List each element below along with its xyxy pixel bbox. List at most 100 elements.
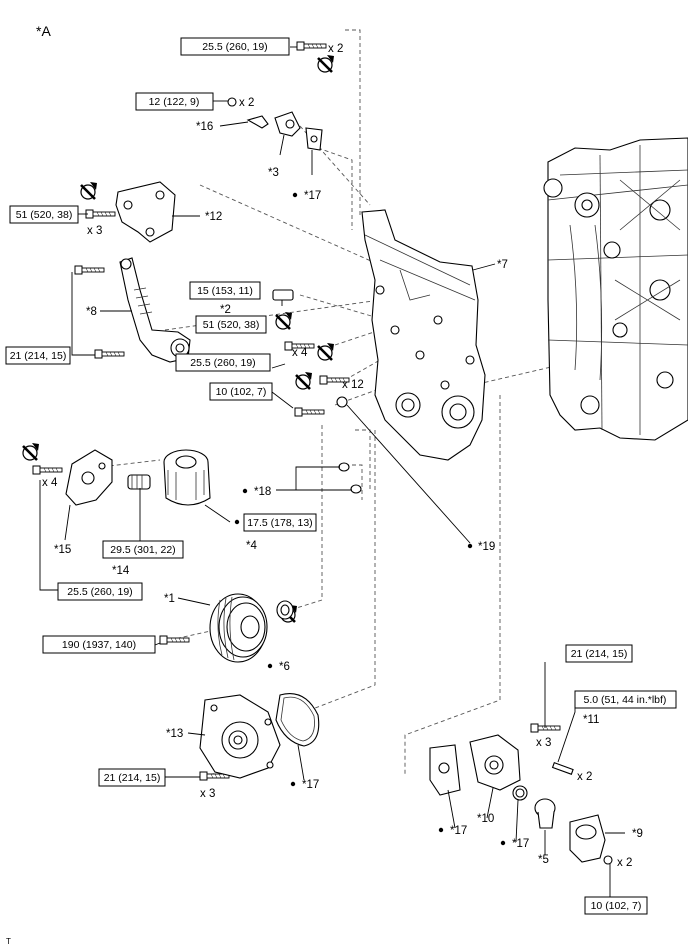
torque-spec-box: 21 (214, 15) [5,346,71,365]
torque-spec-box: 190 (1937, 140) [42,635,156,654]
quantity-label: x 3 [200,788,215,800]
svg-text:5.0 (51, 44 in.*lbf): 5.0 (51, 44 in.*lbf) [584,694,667,706]
torque-spec-box: 25.5 (260, 19) [57,582,143,601]
quantity-label: x 4 [42,477,58,489]
part-callout: *7 [497,259,508,271]
svg-text:15 (153, 11): 15 (153, 11) [197,285,253,297]
timing-chain-cover [361,209,486,461]
part-callout: *1 [164,593,175,605]
part-callout: *15 [54,544,71,556]
bullet-new-part-icon [500,840,506,846]
quantity-label: x 2 [239,97,254,109]
torque-spec-box: 5.0 (51, 44 in.*lbf) [574,690,677,709]
part-callout: *17 [304,190,321,202]
torque-wrench-icon [316,53,336,74]
torque-spec-box: 25.5 (260, 19) [180,37,290,56]
torque-wrench-icon [294,370,314,391]
sensor-plug [272,289,294,301]
bullet-new-part-icon [242,488,248,494]
bullet-new-part-icon [438,827,444,833]
torque-spec-box: 51 (520, 38) [195,315,267,334]
nut-small [603,855,613,865]
stud-bolt [551,761,574,775]
part-callout: *19 [478,541,495,553]
svg-text:10 (102, 7): 10 (102, 7) [591,900,642,912]
torque-spec-box: 29.5 (301, 22) [102,540,184,559]
crankshaft-pulley [209,593,268,663]
part-callout: *9 [632,828,643,840]
engine-block-illustration [543,137,688,441]
part-callout: *17 [302,779,319,791]
torque-spec-box: 15 (153, 11) [189,281,261,300]
svg-text:25.5 (260, 19): 25.5 (260, 19) [190,357,255,369]
part-callout: *4 [246,540,257,552]
gasket-small [305,127,323,151]
oil-pipe-bracket [246,115,269,129]
part-callout: *16 [196,121,213,133]
belt-tensioner [119,257,191,363]
bullet-new-part-icon [467,543,473,549]
part-callout: *17 [512,838,529,850]
svg-text:21 (214, 15): 21 (214, 15) [10,350,67,362]
figure-label: *A [36,23,51,39]
bullet-new-part-icon [290,781,296,787]
thermostat-gasket [512,785,528,801]
quantity-label: x 2 [577,771,592,783]
engine-mount-bracket [115,181,176,243]
torque-spec-box: 12 (122, 9) [135,92,214,111]
bullet-new-part-icon [292,192,298,198]
svg-text:21 (214, 15): 21 (214, 15) [571,648,628,660]
nut-small [227,97,237,107]
torque-spec-box: 10 (102, 7) [209,382,273,401]
part-callout: *5 [538,854,549,866]
part-callout: *8 [86,306,97,318]
torque-wrench-icon [79,180,99,201]
oil-pressure-switch [274,111,301,137]
part-callout: *13 [166,728,183,740]
svg-text:10 (102, 7): 10 (102, 7) [216,386,267,398]
part-callout: *14 [112,565,130,577]
svg-text:17.5 (178, 13): 17.5 (178, 13) [247,517,312,529]
oil-filter [163,449,211,506]
crankshaft-seal [276,600,294,620]
water-inlet-housing [65,449,113,506]
water-pump [199,694,281,779]
o-ring [338,462,350,472]
water-pump-gasket [275,693,320,747]
torque-spec-box: 21 (214, 15) [565,644,633,663]
leader-lines [39,46,625,897]
svg-text:29.5 (301, 22): 29.5 (301, 22) [110,544,175,556]
quantity-label: x 3 [87,225,102,237]
svg-text:190 (1937, 140): 190 (1937, 140) [62,639,136,651]
quantity-label: x 12 [342,379,364,391]
thermostat-housing [469,734,521,791]
svg-text:51 (520, 38): 51 (520, 38) [16,209,73,221]
bullet-new-part-icon [267,663,273,669]
water-outlet-gasket [429,744,461,796]
svg-text:12 (122, 9): 12 (122, 9) [149,96,200,108]
water-inlet [569,814,606,863]
part-callout: *2 [220,304,231,316]
torque-spec-box: 51 (520, 38) [9,205,79,224]
svg-text:25.5 (260, 19): 25.5 (260, 19) [67,586,132,598]
quantity-label: x 3 [536,737,551,749]
bullet-new-part-icon [234,519,240,525]
svg-text:25.5 (260, 19): 25.5 (260, 19) [202,41,267,53]
oil-filter-union [127,474,151,490]
part-callout: *3 [268,167,279,179]
torque-wrench-icon [21,441,41,462]
quantity-label: x 2 [328,43,343,55]
part-callout: *6 [279,661,290,673]
corner-mark: T [6,937,11,946]
part-callout: *18 [254,486,271,498]
part-callout: *10 [477,813,494,825]
quantity-label: x 2 [617,857,632,869]
part-callout: *17 [450,825,467,837]
torque-wrench-icon [316,341,336,362]
bolt-hex-top [85,209,116,219]
o-ring [350,484,362,494]
thermostat [534,798,556,829]
torque-spec-box: 10 (102, 7) [584,896,648,915]
svg-text:51 (520, 38): 51 (520, 38) [203,319,260,331]
